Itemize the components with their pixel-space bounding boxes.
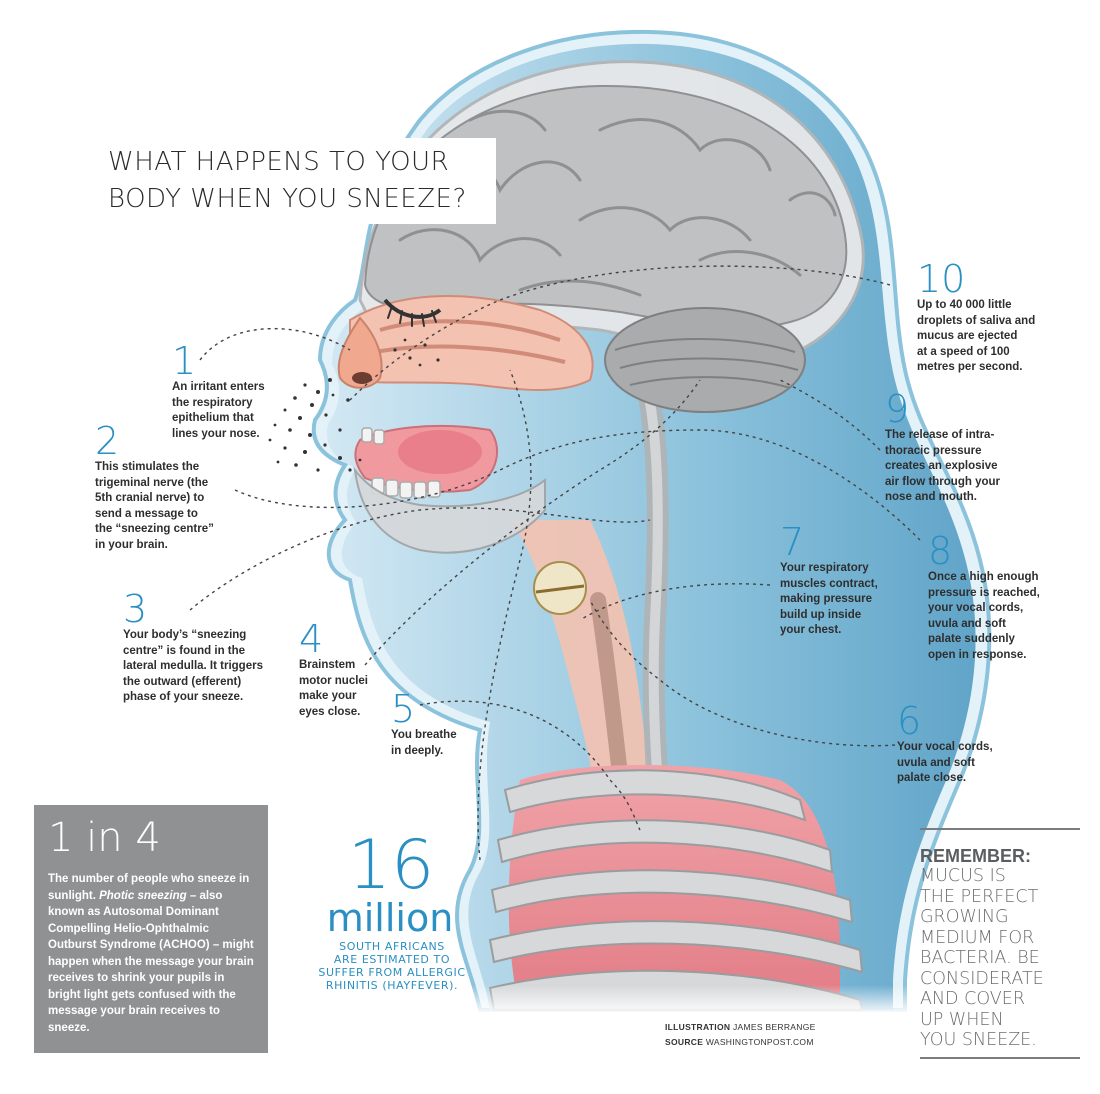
step-1: 1 An irritant enters the respiratory epi…: [172, 342, 265, 442]
step-text: This stimulates the trigeminal nerve (th…: [95, 461, 214, 551]
step-9: 9 The release of intra- thoracic pressur…: [885, 390, 1000, 506]
step-text: An irritant enters the respiratory epith…: [172, 381, 265, 440]
step-3: 3 Your body’s “sneezing centre” is found…: [123, 590, 263, 706]
jaw: [353, 466, 546, 554]
step-text: The release of intra- thoracic pressure …: [885, 429, 1000, 503]
step-5: 5 You breathe in deeply.: [391, 690, 457, 759]
step-number: 8: [928, 529, 953, 573]
step-number: 5: [391, 687, 416, 731]
step-number: 7: [780, 520, 805, 564]
step-text: You breathe in deeply.: [391, 729, 457, 757]
step-7: 7 Your respiratory muscles contract, mak…: [780, 523, 878, 639]
step-4: 4 Brainstem motor nuclei make your eyes …: [299, 620, 368, 720]
leader-lines: [189, 265, 921, 861]
source-credit: SOURCE WASHINGTONPOST.COM: [665, 1037, 814, 1047]
million-stat-unit: million: [326, 896, 454, 940]
page-title: WHAT HAPPENS TO YOUR BODY WHEN YOU SNEEZ…: [100, 138, 496, 224]
cerebellum: [604, 307, 806, 413]
step-text: Your respiratory muscles contract, makin…: [780, 562, 878, 636]
step-2: 2 This stimulates the trigeminal nerve (…: [95, 422, 214, 553]
step-number: 3: [123, 587, 148, 631]
nose: [337, 316, 383, 389]
step-text: Your vocal cords, uvula and soft palate …: [897, 741, 993, 784]
stat-headline: 1 in 4: [48, 815, 161, 861]
step-number: 2: [95, 419, 120, 463]
step-text: Once a high enough pressure is reached, …: [928, 571, 1040, 661]
step-10: 10 Up to 40 000 little droplets of saliv…: [917, 260, 1035, 376]
step-number: 1: [172, 339, 197, 383]
million-stat-text: SOUTH AFRICANS ARE ESTIMATED TO SUFFER F…: [318, 940, 466, 992]
tongue: [398, 430, 482, 474]
illustration-credit: ILLUSTRATION JAMES BERRANGE: [665, 1022, 816, 1032]
teeth: [361, 427, 441, 499]
remember-heading: REMEMBER:: [920, 846, 1031, 866]
remember-body: MUCUS IS THE PERFECT GROWING MEDIUM FOR …: [920, 866, 1044, 1050]
step-text: Brainstem motor nuclei make your eyes cl…: [299, 659, 369, 718]
step-number: 6: [897, 699, 922, 743]
step-8: 8 Once a high enough pressure is reached…: [928, 532, 1040, 663]
sneeze-droplets: [268, 338, 440, 472]
photic-sneezing-stat-box: 1 in 4 The number of people who sneeze i…: [34, 805, 268, 1053]
step-text: Your body’s “sneezing centre” is found i…: [123, 629, 263, 703]
step-text: Up to 40 000 little droplets of saliva a…: [917, 299, 1036, 373]
step-6: 6 Your vocal cords, uvula and soft palat…: [897, 702, 993, 787]
million-stat-number: 16: [347, 826, 435, 905]
stat-text: The number of people who sneeze in sunli…: [48, 873, 254, 1034]
title-line-2: BODY WHEN YOU SNEEZE?: [108, 184, 467, 214]
step-number: 9: [885, 387, 910, 431]
remember-callout: REMEMBER: MUCUS IS THE PERFECT GROWING M…: [920, 828, 1080, 1059]
credits: ILLUSTRATION JAMES BERRANGE SOURCE WASHI…: [665, 1020, 816, 1050]
step-number: 4: [299, 617, 324, 661]
step-number: 10: [917, 257, 966, 301]
nasal-cavity: [349, 295, 594, 391]
title-line-1: WHAT HAPPENS TO YOUR: [108, 147, 450, 177]
